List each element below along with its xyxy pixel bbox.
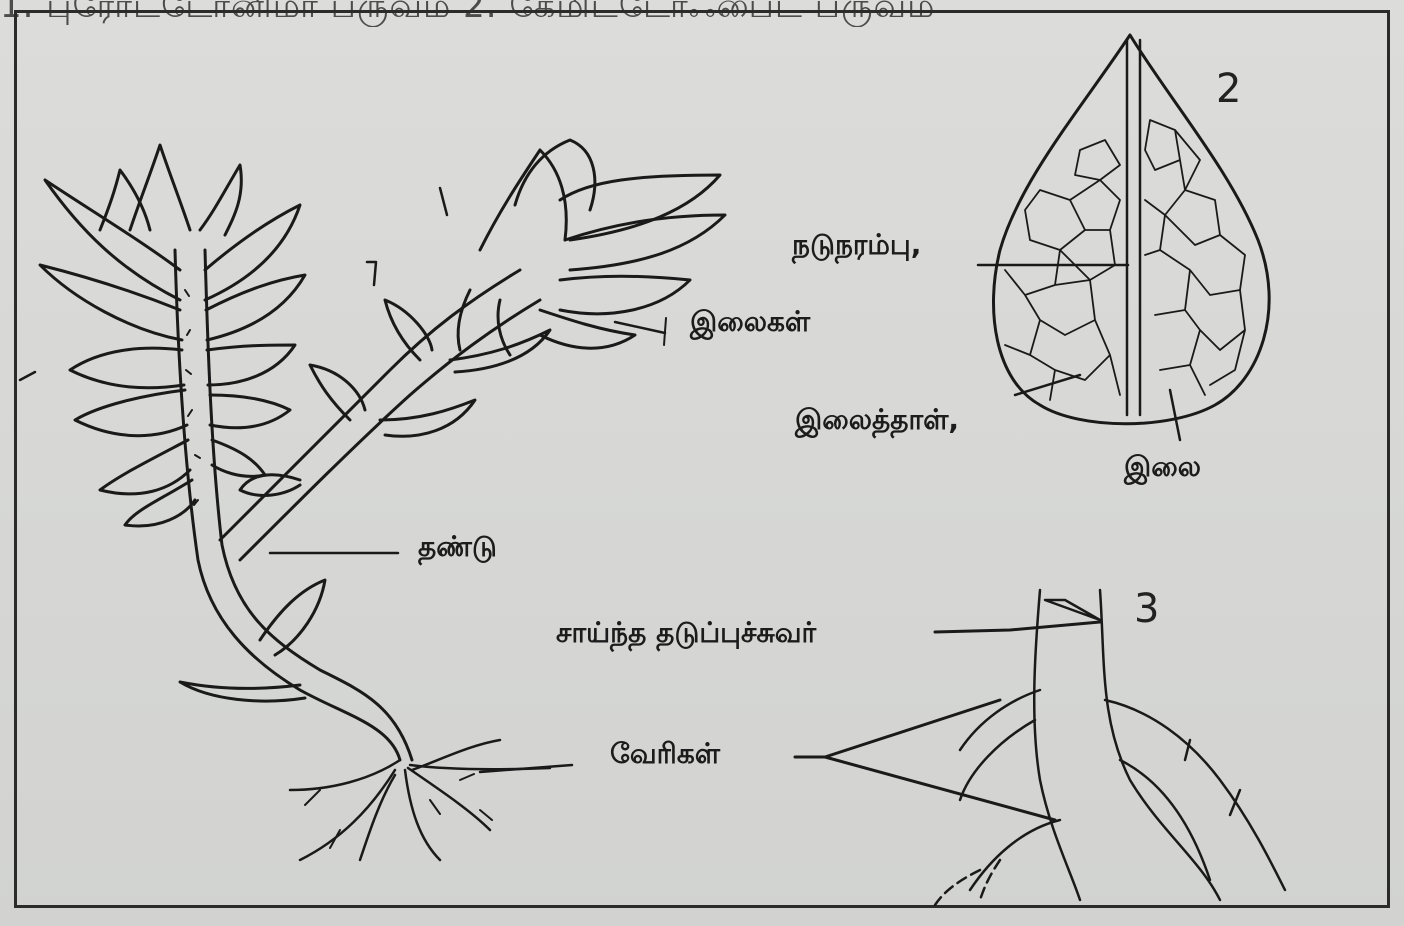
label-rhizoids: வேரிகள்: [610, 737, 720, 774]
label-midrib: நடுநரம்பு,: [792, 228, 921, 265]
label-lamina: இலைத்தாள்,: [795, 403, 959, 440]
figure-number-3: 3: [1134, 586, 1159, 632]
label-oblique-septum: சாய்ந்த தடுப்புச்சுவர்: [556, 616, 816, 653]
label-stem: தண்டு: [418, 530, 497, 567]
label-leaf: இலை: [1124, 450, 1201, 487]
figure-number-2: 2: [1216, 66, 1241, 112]
rhizoid-illustration: [795, 590, 1285, 905]
label-leaves: இலைகள்: [690, 305, 810, 342]
